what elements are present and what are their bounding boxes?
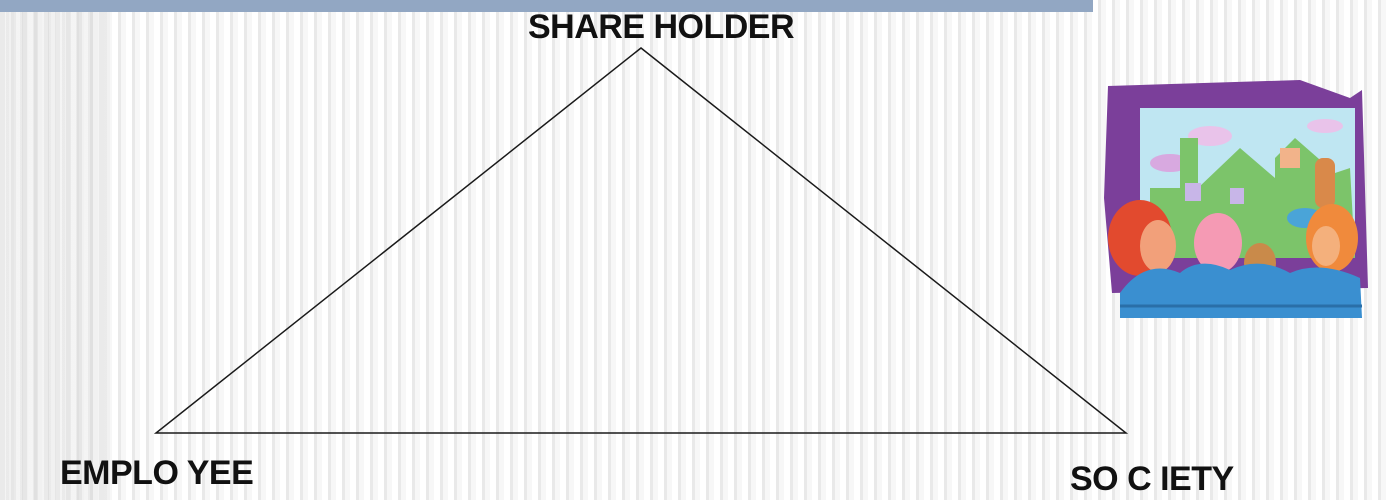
triangle-shape xyxy=(153,47,1129,434)
audience-clipart-icon xyxy=(1104,80,1368,318)
label-society: SO C IETY xyxy=(1070,460,1234,498)
label-employee: EMPLO YEE xyxy=(60,454,254,492)
title-bar-accent xyxy=(0,0,1093,12)
background-left-stripes xyxy=(0,0,110,500)
label-share-holder: SHARE HOLDER xyxy=(528,8,795,46)
